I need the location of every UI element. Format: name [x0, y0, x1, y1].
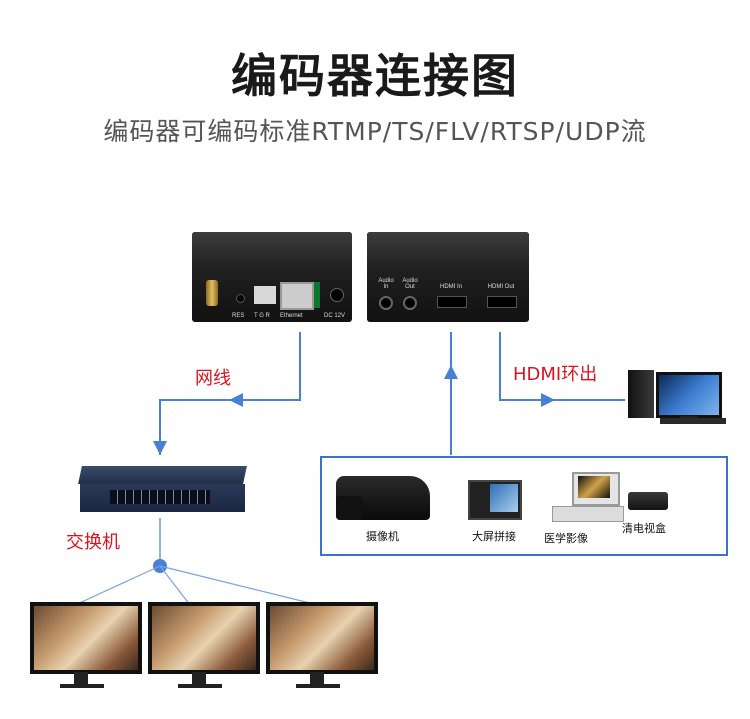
hub-to-monitor-right: [159, 565, 319, 606]
audio-out-label: Audio Out: [402, 278, 418, 290]
dc-label: DC 12V: [324, 313, 346, 319]
audio-out-jack: [403, 296, 417, 310]
pc-keyboard: [660, 418, 726, 424]
network-cable-line: [159, 332, 301, 455]
ethernet-label: Ethernet: [280, 313, 303, 319]
sources-box: 摄像机 大屏拼接 医学影像 清电视盒: [320, 456, 728, 556]
hdmi-loop-label: HDMI环出: [513, 364, 598, 385]
pc-tower: [628, 370, 654, 418]
video-wall-screen: [490, 484, 518, 512]
ethernet-port: [280, 282, 314, 310]
source-label-medical: 医学影像: [544, 532, 588, 545]
reset-button: [236, 294, 245, 303]
hub-to-monitor-left: [74, 565, 161, 606]
page-subtitle: 编码器可编码标准RTMP/TS/FLV/RTSP/UDP流: [103, 117, 647, 146]
switch-label: 交换机: [66, 532, 120, 553]
hdmi-out-port: [487, 296, 517, 308]
audio-in-jack: [379, 296, 393, 310]
network-switch: [78, 466, 247, 514]
source-label-video-wall: 大屏拼接: [472, 530, 516, 543]
encoder-front-panel: Audio In Audio Out HDMI In HDMI Out: [367, 232, 529, 322]
pc-monitor: [656, 372, 722, 418]
page-title: 编码器连接图: [231, 49, 519, 103]
switch-ports: [110, 490, 210, 504]
source-label-camera: 摄像机: [366, 530, 399, 543]
terminal-block: [254, 286, 276, 304]
ultrasound-screen: [578, 476, 610, 498]
monitor-center: [148, 602, 260, 692]
hdmi-in-port: [437, 296, 467, 308]
led-strip: [314, 282, 320, 308]
hub-to-monitor-center: [159, 565, 191, 606]
encoder-back-panel: RES T G R Ethernet DC 12V: [192, 232, 352, 322]
camcorder-lens: [336, 496, 362, 520]
hdmi-in-label: HDMI In: [439, 284, 462, 290]
audio-in-label: Audio In: [378, 278, 394, 290]
monitor-right: [266, 602, 378, 692]
tv-box-icon: [628, 492, 668, 510]
res-label: RES: [232, 313, 245, 319]
source-label-tv-box: 清电视盒: [622, 522, 666, 535]
network-cable-label: 网线: [195, 368, 231, 389]
tgr-label: T G R: [254, 313, 270, 319]
dc-jack: [330, 288, 344, 302]
hdmi-out-line: [499, 332, 625, 401]
ultrasound-console: [552, 506, 624, 522]
hdmi-out-label: HDMI Out: [487, 284, 515, 290]
monitor-left: [30, 602, 142, 692]
antenna-connector: [206, 280, 218, 306]
